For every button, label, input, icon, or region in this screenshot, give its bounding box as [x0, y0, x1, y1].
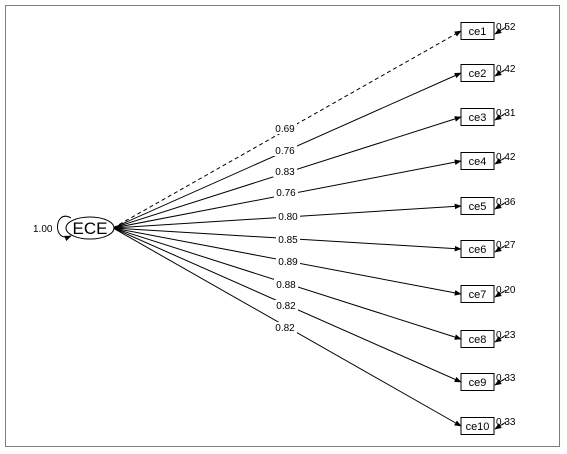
indicator-label-ce10: ce10: [466, 421, 490, 433]
indicator-label-ce6: ce6: [469, 244, 487, 256]
indicator-label-ce4: ce4: [469, 156, 487, 168]
indicator-box-ce5: [460, 197, 495, 215]
indicator-box-ce9: [460, 373, 495, 391]
error-arrow-ce6: [494, 244, 507, 253]
error-value-ce4: 0.42: [496, 152, 516, 163]
indicator-box-ce7: [460, 285, 495, 303]
loading-label-ce6: 0.85: [278, 235, 298, 246]
loading-label-ce4: 0.76: [276, 188, 296, 199]
loading-label-ce8: 0.88: [276, 280, 296, 291]
loading-label-ce5: 0.80: [278, 212, 298, 223]
error-arrow-ce4: [494, 156, 507, 165]
loading-label-bg: [274, 279, 298, 290]
error-value-ce1: 0.52: [496, 22, 516, 33]
loading-label-bg: [276, 211, 300, 222]
loading-label-bg: [274, 300, 298, 311]
error-value-ce3: 0.31: [496, 108, 516, 119]
indicator-label-ce7: ce7: [469, 289, 487, 301]
loading-label-bg: [273, 145, 297, 156]
loading-label-ce1: 0.69: [275, 124, 295, 135]
latent-variance-loop: [57, 215, 72, 242]
indicator-box-ce10: [460, 417, 495, 435]
latent-node-ece: [65, 216, 115, 240]
loading-label-bg: [274, 187, 298, 198]
error-value-ce7: 0.20: [496, 285, 516, 296]
loading-label-bg: [276, 256, 300, 267]
error-value-ce9: 0.33: [496, 373, 516, 384]
loading-label-bg: [273, 166, 297, 177]
error-arrow-ce3: [494, 112, 507, 121]
indicator-box-ce3: [460, 108, 495, 126]
loading-label-bg: [273, 322, 297, 333]
latent-variance-label: 1.00: [33, 224, 53, 235]
error-arrow-ce1: [494, 26, 507, 35]
indicator-label-ce3: ce3: [469, 112, 487, 124]
indicator-box-ce8: [460, 330, 495, 348]
indicator-label-ce1: ce1: [469, 26, 487, 38]
error-value-ce2: 0.42: [496, 64, 516, 75]
indicator-label-ce8: ce8: [469, 334, 487, 346]
loading-label-bg: [273, 123, 297, 134]
error-arrow-ce9: [494, 377, 507, 386]
loading-label-ce2: 0.76: [275, 146, 295, 157]
error-arrow-ce10: [494, 421, 507, 430]
indicator-box-ce4: [460, 152, 495, 170]
error-arrow-ce2: [494, 68, 507, 77]
loading-label-ce9: 0.82: [276, 301, 296, 312]
error-arrow-ce7: [494, 289, 507, 298]
error-value-ce8: 0.23: [496, 330, 516, 341]
loading-label-ce7: 0.89: [278, 257, 298, 268]
error-value-ce6: 0.27: [496, 240, 516, 251]
indicator-label-ce9: ce9: [469, 377, 487, 389]
indicator-box-ce1: [460, 22, 495, 40]
indicator-label-ce5: ce5: [469, 201, 487, 213]
error-value-ce5: 0.36: [496, 197, 516, 208]
loading-label-ce3: 0.83: [275, 167, 295, 178]
loading-label-ce10: 0.82: [275, 323, 295, 334]
latent-label: ECE: [73, 219, 108, 238]
error-value-ce10: 0.33: [496, 417, 516, 428]
indicator-box-ce2: [460, 64, 495, 82]
loading-label-bg: [276, 234, 300, 245]
error-arrow-ce5: [494, 201, 507, 210]
error-arrow-ce8: [494, 334, 507, 343]
indicator-box-ce6: [460, 240, 495, 258]
indicator-label-ce2: ce2: [469, 68, 487, 80]
